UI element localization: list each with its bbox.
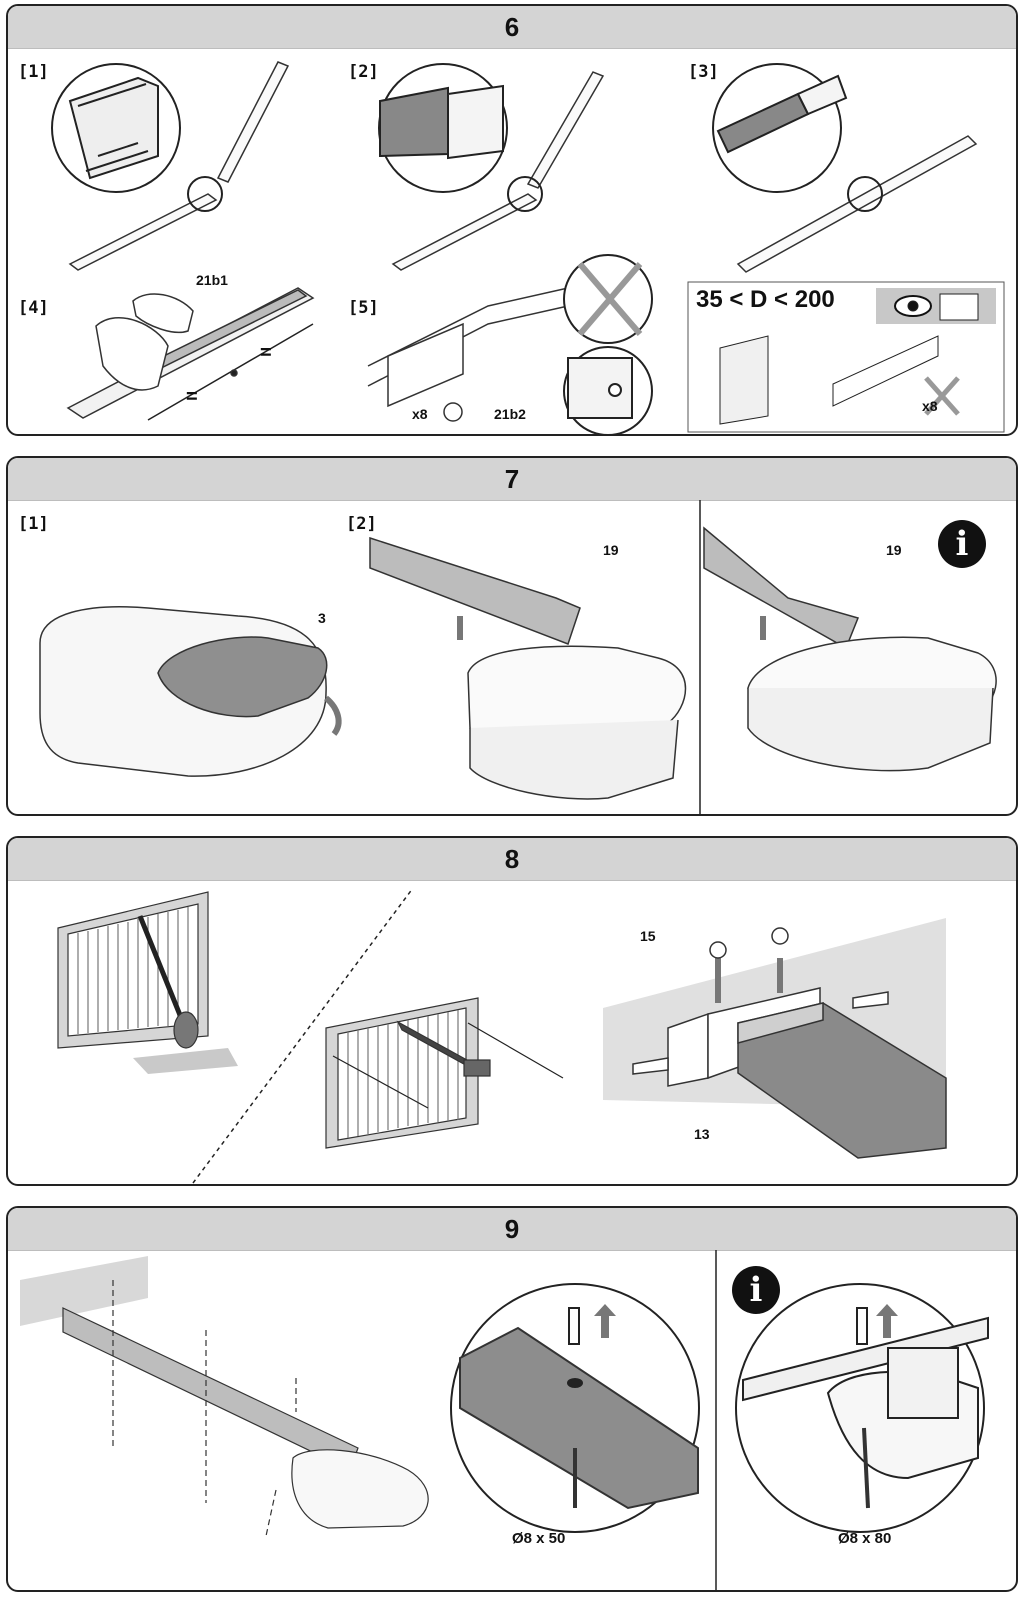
quantity-x8-label: x8 [412, 406, 428, 422]
step-6-1-label: [1] [18, 62, 49, 82]
distance-detail-box [687, 281, 1005, 433]
part-19-label: 19 [603, 542, 619, 558]
quantity-x8-crossed-label: x8 [922, 398, 938, 414]
step-7-title: 7 [8, 458, 1016, 501]
motor-unit-cover-open [39, 606, 342, 777]
rail-joint-magnifier [378, 63, 508, 193]
rail-ceiling-fixing [20, 1256, 429, 1537]
step-9-title: 9 [8, 1208, 1016, 1251]
screw-magnifier-50 [450, 1283, 700, 1533]
rail-on-motor-base-2 [369, 536, 687, 800]
garage-door-tilted-rail [57, 891, 238, 1074]
rail-on-motor-base-alt [703, 526, 997, 772]
step-8-illustrations [57, 887, 947, 1184]
step-6-4-label: [4] [18, 298, 49, 318]
rail-profile-magnifier [51, 63, 181, 193]
equal-right-label: = [260, 342, 272, 364]
step-8-panel: 8 [6, 836, 1018, 1186]
screw-80-label: Ø8 x 80 [838, 1530, 892, 1547]
step-6-2-label: [2] [348, 62, 379, 82]
rail-connector-screwing [367, 287, 569, 422]
screw-magnifier-80 [735, 1283, 989, 1533]
separator-line [192, 887, 414, 1184]
rail-assembly-3 [736, 135, 978, 273]
correct-screw-magnifier [563, 346, 653, 434]
step-6-5-label: [5] [348, 298, 379, 318]
part-21b2-label: 21b2 [494, 406, 526, 422]
step-9-panel: 9 Ø8 x 50 Ø8 [6, 1206, 1018, 1592]
step-8-title: 8 [8, 838, 1016, 881]
step-6-illustrations [51, 61, 1005, 434]
part-3-label: 3 [318, 610, 326, 626]
step-7-panel: 7 [1] [2] 3 19 19 i [6, 456, 1018, 816]
rail-joined-magnifier [712, 63, 848, 193]
step-6-3-label: [3] [688, 62, 719, 82]
garage-door-horizontal-rail [325, 997, 564, 1149]
step-6-title: 6 [8, 6, 1016, 49]
step-6-panel: 6 [6, 4, 1018, 436]
equal-left-label: = [186, 386, 198, 408]
step-7-1-label: [1] [18, 514, 49, 534]
screw-50-label: Ø8 x 50 [512, 1530, 566, 1547]
part-19-alt-label: 19 [886, 542, 902, 558]
rail-connector-placement [66, 287, 315, 421]
rail-assembly-2 [391, 71, 605, 271]
wrong-screw-magnifier [563, 254, 653, 344]
step-9-illustrations [20, 1250, 989, 1590]
wall-bracket-assembly [603, 918, 947, 1159]
part-21b1-label: 21b1 [196, 272, 228, 288]
distance-rule-label: 35 < D < 200 [696, 286, 835, 313]
part-15-label: 15 [640, 928, 656, 944]
step-7-illustrations [39, 500, 997, 814]
part-13-label: 13 [694, 1126, 710, 1142]
step-7-2-label: [2] [346, 514, 377, 534]
rail-assembly-1 [68, 61, 290, 271]
info-icon: i [732, 1266, 780, 1314]
info-icon: i [938, 520, 986, 568]
